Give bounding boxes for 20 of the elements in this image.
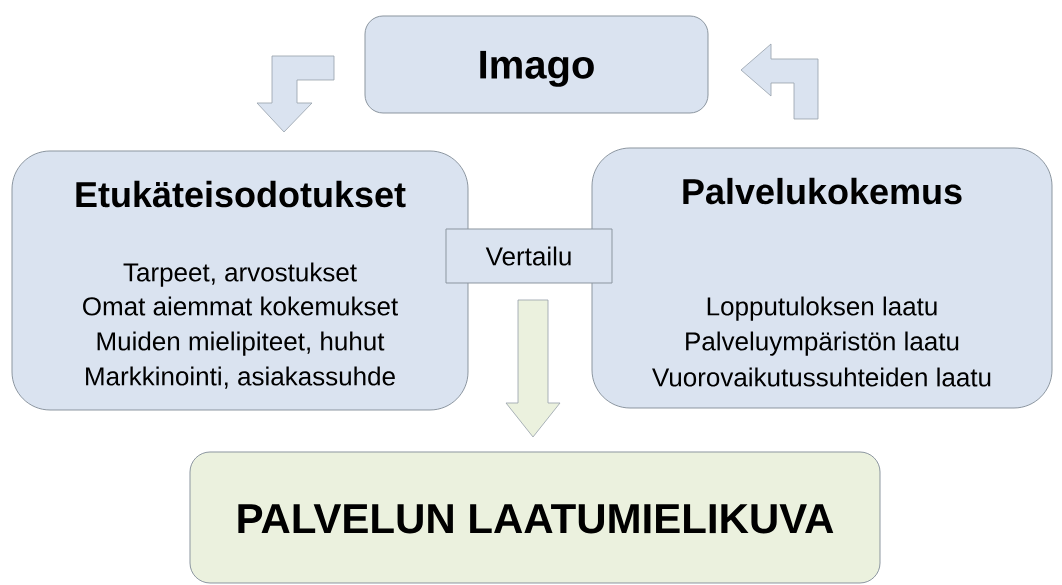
body-text: Tarpeet, arvostukset (123, 262, 357, 287)
box-heading: Palvelukokemus (683, 177, 962, 205)
box-title: Imago (480, 50, 594, 87)
rounded-box (591, 147, 1053, 409)
body-text: Muiden mielipiteet, huhut (97, 331, 385, 356)
block-arrow (740, 43, 819, 120)
rounded-box (11, 150, 469, 411)
body-text: Markkinointi, asiakassuhde (86, 366, 395, 389)
box-heading: Etukäteisodotukset (76, 180, 406, 208)
body-text: Vertailu (485, 246, 571, 266)
body-text: Omat aiemmat kokemukset (83, 296, 398, 316)
result-box (189, 451, 881, 584)
block-arrow (505, 299, 561, 438)
rounded-box (364, 15, 709, 114)
body-text: Lopputuloksen laatu (707, 296, 937, 321)
label-box (445, 228, 613, 284)
box-title: PALVELUN LAATUMIELIKUVA (238, 504, 834, 534)
body-text: Vuorovaikutussuhteiden laatu (652, 367, 991, 387)
block-arrow (256, 55, 335, 133)
body-text: Palveluympäristön laatu (686, 331, 959, 356)
